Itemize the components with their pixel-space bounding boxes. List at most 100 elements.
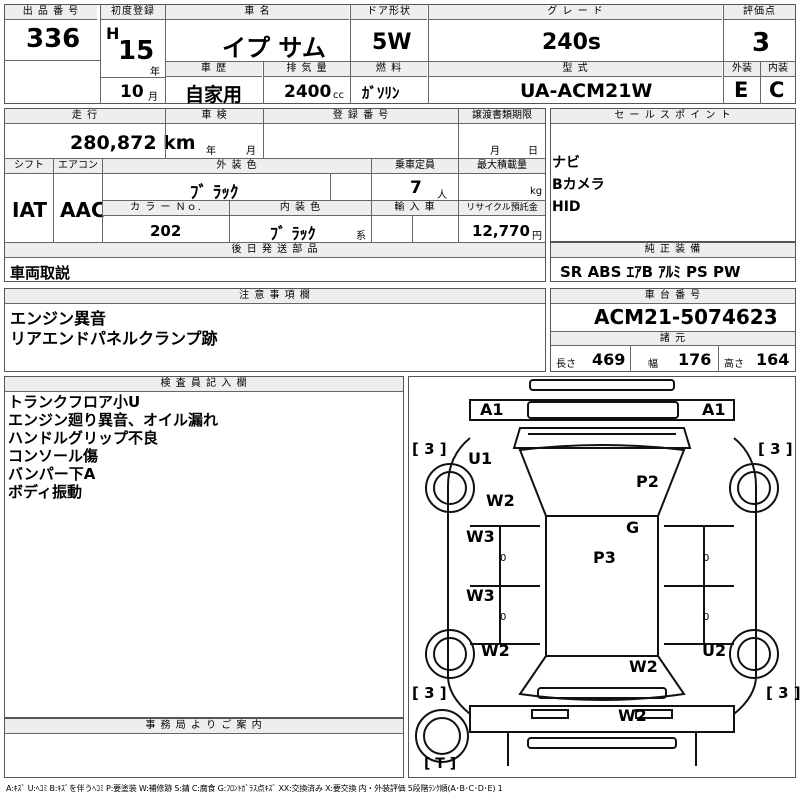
inspection-month-unit: 月	[246, 146, 256, 157]
recycle-fee: 12,770	[472, 222, 530, 240]
ext-color-label: 外 装 色	[103, 159, 371, 174]
displacement-label: 排 気 量	[264, 62, 350, 77]
transfer-label: 譲渡書類期限	[459, 109, 545, 124]
car-outline	[415, 379, 779, 766]
mark-a1-left: A1	[480, 400, 504, 419]
mileage: 280,872 km	[70, 132, 196, 154]
shift: IAT	[12, 198, 48, 222]
office-label: 事 務 局 よ り ご 案 内	[5, 719, 403, 734]
parts-label: 後 日 発 送 部 品	[5, 243, 545, 258]
max-load-label: 最大積載量	[459, 159, 545, 174]
width-label: 幅	[648, 359, 658, 370]
tire-rear-right: [ 3 ]	[766, 684, 800, 702]
int-color-unit: 系	[356, 231, 366, 242]
caution-block	[4, 288, 546, 372]
chassis-label: 車 台 番 号	[551, 289, 795, 304]
score: 3	[752, 28, 771, 58]
first-reg-label: 初度登録	[101, 5, 165, 20]
length: 469	[592, 350, 626, 369]
mark-p2: P2	[636, 472, 659, 491]
mark-g: G	[626, 518, 640, 537]
sales-point-item: HID	[552, 199, 581, 215]
caution-list: エンジン異音 リアエンドパネルクランプ跡	[10, 309, 218, 349]
transfer-day-unit: 日	[528, 146, 538, 157]
spare-tire: [ T ]	[424, 756, 457, 772]
sales-points-list: ナビ Bカメラ HID	[552, 152, 605, 218]
model-label: 型 式	[429, 62, 722, 77]
mark-w2-rear: W2	[629, 657, 658, 676]
inspector-label: 検 査 員 記 入 欄	[5, 377, 403, 392]
tire-front-left: [ 3 ]	[412, 440, 447, 458]
lot-label: 出 品 番 号	[5, 5, 97, 20]
header-block	[4, 4, 796, 104]
model: UA-ACM21W	[520, 80, 653, 102]
era: H	[106, 24, 120, 43]
chassis-number: ACM21-5074623	[594, 305, 778, 329]
inspector-item: ハンドルグリップ不良	[8, 429, 159, 447]
zero-label: 0	[500, 612, 507, 623]
car-name: イプ サム	[222, 34, 326, 62]
capacity: 7	[410, 178, 422, 198]
inspector-item: ボディ振動	[8, 483, 82, 501]
max-load-unit: kg	[530, 186, 543, 197]
length-label: 長さ	[556, 359, 576, 370]
sales-points-block	[550, 108, 796, 242]
color-no-label: カ ラ ー Ｎｏ.	[103, 201, 229, 216]
mark-u2: U2	[702, 641, 727, 660]
zero-label: 0	[703, 612, 710, 623]
fuel-label: 燃 料	[351, 62, 427, 77]
sales-points-label: セ ー ル ス ポ イ ン ト	[551, 109, 795, 124]
caution-item: エンジン異音	[10, 309, 107, 328]
displacement-unit: cc	[333, 90, 344, 101]
displacement: 2400	[284, 82, 332, 102]
grade: 240s	[542, 30, 602, 55]
capacity-label: 乗車定員	[372, 159, 458, 174]
door: 5W	[372, 30, 412, 55]
mark-w3-lower: W3	[466, 586, 495, 605]
fuel: ｶﾞｿﾘﾝ	[362, 84, 400, 102]
mark-w2-rear-left: W2	[481, 641, 510, 660]
car-diagram	[408, 376, 796, 778]
int-color-label: 内 装 色	[230, 201, 371, 216]
parts: 車両取説	[10, 264, 71, 282]
registration-label: 登 録 番 号	[264, 109, 458, 124]
inspection-year-unit: 年	[206, 146, 216, 157]
transfer-month-unit: 月	[490, 146, 500, 157]
interior-grade: C	[769, 78, 785, 102]
mileage-label: 走 行	[5, 109, 165, 124]
inspector-item: バンパー下A	[8, 465, 96, 483]
reg-year: 15	[118, 36, 155, 66]
grade-label: グ レ ー ド	[429, 5, 722, 20]
year-unit: 年	[150, 67, 160, 78]
lot-number: 336	[26, 24, 81, 54]
mark-w2-front-left: W2	[486, 491, 515, 510]
mark-w2-bottom: W2	[618, 706, 647, 725]
mark-w3-upper: W3	[466, 527, 495, 546]
tire-rear-left: [ 3 ]	[412, 684, 447, 702]
height: 164	[756, 350, 790, 369]
equipment: SR ABS ｴｱB ｱﾙﾐ PS PW	[560, 263, 741, 281]
exterior-grade: E	[734, 78, 749, 102]
inspector-item: トランクフロア小U	[8, 393, 141, 411]
door-label: ドア形状	[351, 5, 427, 20]
width: 176	[678, 350, 712, 369]
recycle-unit: 円	[532, 231, 542, 242]
car-name-label: 車 名	[166, 5, 349, 20]
history-label: 車 歴	[166, 62, 262, 77]
color-no: 202	[150, 222, 182, 240]
details-block	[4, 108, 546, 282]
score-label: 評価点	[724, 5, 795, 20]
mark-a1-right: A1	[702, 400, 726, 419]
sales-point-item: ナビ	[552, 155, 580, 171]
mark-u1: U1	[468, 449, 493, 468]
height-label: 高さ	[724, 359, 744, 370]
caution-label: 注 意 事 項 欄	[5, 289, 545, 304]
ac: AAC	[60, 198, 106, 222]
month-unit: 月	[148, 92, 158, 103]
inspector-block	[4, 376, 404, 718]
ext-color: ﾌﾞ ﾗｯｸ	[190, 183, 239, 203]
chassis-block	[550, 288, 796, 372]
import-label: 輸 入 車	[372, 201, 458, 216]
capacity-unit: 人	[437, 190, 447, 201]
office-block	[4, 718, 404, 778]
